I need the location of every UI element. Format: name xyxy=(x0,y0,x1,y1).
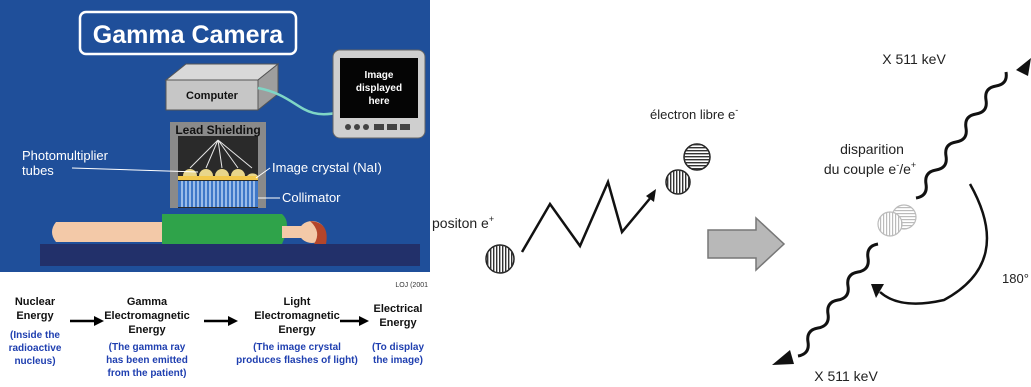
photomultiplier-label-1: Photomultiplier xyxy=(22,148,109,163)
energy-nuclear-note-2: radioactive xyxy=(9,343,62,354)
energy-electrical-title-2: Energy xyxy=(379,317,417,329)
gamma-photon-up xyxy=(915,71,1008,200)
computer-box xyxy=(165,79,259,111)
angle-arc-arrowhead xyxy=(871,284,884,298)
energy-electrical-note-2: the image) xyxy=(373,355,423,366)
lead-shielding-left xyxy=(170,122,178,208)
transition-arrow xyxy=(707,216,786,272)
patient-table xyxy=(40,244,420,266)
monitor-line-2: displayed xyxy=(356,83,402,94)
monitor-cable xyxy=(257,86,341,116)
positron-particle-hatch xyxy=(486,245,514,273)
energy-nuclear-note-1: (Inside the xyxy=(10,330,60,341)
energy-light-note-2: produces flashes of light) xyxy=(236,355,358,366)
gamma-photon-up-arrowhead xyxy=(1016,58,1031,76)
lead-shielding-label: Lead Shielding xyxy=(175,123,260,137)
collimator xyxy=(178,181,258,207)
gamma-camera-diagram: Gamma Camera Computer Image displayed he… xyxy=(0,0,430,379)
image-crystal-pointer xyxy=(255,167,271,179)
annihilated-positron-hatch xyxy=(878,212,902,236)
electron-label: électron libre e- xyxy=(650,105,738,122)
energy-gamma-title-2: Electromagnetic xyxy=(104,310,190,322)
computer-label: Computer xyxy=(186,90,239,102)
photomultiplier-pointer xyxy=(71,167,199,173)
image-crystal-label: Image crystal (NaI) xyxy=(272,160,382,175)
energy-gamma-note-3: from the patient) xyxy=(108,368,187,379)
positron-path-arrowhead xyxy=(646,189,656,202)
energy-light-note-1: (The image crystal xyxy=(253,342,341,353)
energy-gamma-note-2: has been emitted xyxy=(106,355,188,366)
lead-shielding-top xyxy=(170,122,266,136)
photomultiplier-tubes xyxy=(189,139,253,169)
annihilation-label-2: du couple e-/e+ xyxy=(824,160,916,177)
image-crystal xyxy=(178,176,258,180)
monitor-screen xyxy=(340,58,418,118)
energy-nuclear-note-3: nucleus) xyxy=(14,356,55,367)
angle-label: 180° xyxy=(1002,271,1029,286)
energy-electrical-title-1: Electrical xyxy=(374,303,423,315)
energy-nuclear-title-1: Nuclear xyxy=(15,296,56,308)
energy-gamma-title-3: Energy xyxy=(128,324,166,336)
photomultiplier-label-2: tubes xyxy=(22,163,54,178)
energy-electrical-note-1: (To display xyxy=(372,342,424,353)
collimator-label: Collimator xyxy=(282,190,341,205)
energy-gamma-title-1: Gamma xyxy=(127,296,168,308)
energy-nuclear-title-2: Energy xyxy=(16,310,54,322)
photon-bottom-energy: X 511 keV xyxy=(814,368,878,384)
energy-light-title-3: Energy xyxy=(278,324,316,336)
energy-light-title-2: Electromagnetic xyxy=(254,310,340,322)
diagram-title: Gamma Camera xyxy=(93,21,284,49)
title-box xyxy=(78,10,298,56)
positron-annihilation-diagram: positon e+ électron libre e- disparition… xyxy=(432,51,1031,384)
annihilation-label-1: disparition xyxy=(840,141,904,157)
energy-arrows xyxy=(70,316,369,326)
angle-arc xyxy=(879,183,989,305)
monitor-buttons xyxy=(345,124,410,130)
monitor-line-1: Image xyxy=(365,70,394,81)
gamma-photon-down xyxy=(797,242,879,358)
energy-light-title-1: Light xyxy=(284,296,311,308)
monitor-line-3: here xyxy=(368,96,390,107)
positron-near-electron-hatch xyxy=(666,170,690,194)
lead-shielding-right xyxy=(258,122,266,208)
positron-label: positon e+ xyxy=(432,214,494,231)
pmt-domes xyxy=(183,169,258,176)
energy-gamma-note-1: (The gamma ray xyxy=(109,342,186,353)
energy-chain: Nuclear Energy (Inside the radioactive n… xyxy=(9,296,425,379)
gamma-photon-down-arrowhead xyxy=(772,350,794,365)
electron-particle-hatch xyxy=(684,144,710,170)
photon-top-energy: X 511 keV xyxy=(882,51,946,67)
credit-text: LOJ (2001 xyxy=(395,282,428,289)
positron-path xyxy=(520,178,653,253)
patient xyxy=(52,214,327,244)
